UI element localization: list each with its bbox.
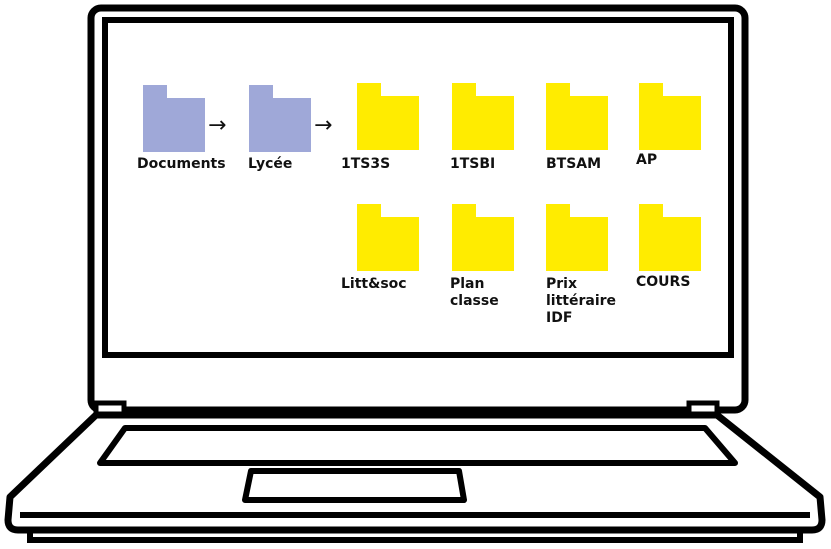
folder-icon[interactable] bbox=[357, 83, 419, 150]
trackpad bbox=[242, 468, 467, 503]
base-bottom bbox=[27, 530, 803, 543]
path-arrow-icon: → bbox=[314, 113, 333, 138]
screen-frame bbox=[102, 17, 734, 358]
folder-label-cours: COURS bbox=[636, 274, 691, 290]
folder-icon[interactable] bbox=[639, 83, 701, 150]
folder-label-prix-litteraire-idf: Prix littéraire IDF bbox=[546, 276, 617, 326]
folder-label-lycee: Lycée bbox=[248, 156, 293, 172]
folder-label-plan-classe: Plan classe bbox=[450, 276, 499, 309]
folder-icon[interactable] bbox=[357, 204, 419, 271]
path-arrow-icon: → bbox=[208, 113, 227, 138]
folder-label-ap: AP bbox=[636, 152, 658, 168]
folder-icon[interactable] bbox=[546, 83, 608, 150]
folder-label-1ts3s: 1TS3S bbox=[341, 156, 391, 172]
folder-icon[interactable] bbox=[249, 85, 311, 152]
folder-icon[interactable] bbox=[639, 204, 701, 271]
folder-icon[interactable] bbox=[452, 204, 514, 271]
folder-label-1tsbi: 1TSBI bbox=[450, 156, 496, 172]
folder-icon[interactable] bbox=[452, 83, 514, 150]
folder-label-documents: Documents bbox=[137, 156, 226, 172]
folder-icon[interactable] bbox=[546, 204, 608, 271]
folder-icon[interactable] bbox=[143, 85, 205, 152]
keyboard-area bbox=[97, 425, 738, 466]
folder-label-btsam: BTSAM bbox=[546, 156, 602, 172]
folder-label-litt-soc: Litt&soc bbox=[341, 276, 407, 292]
